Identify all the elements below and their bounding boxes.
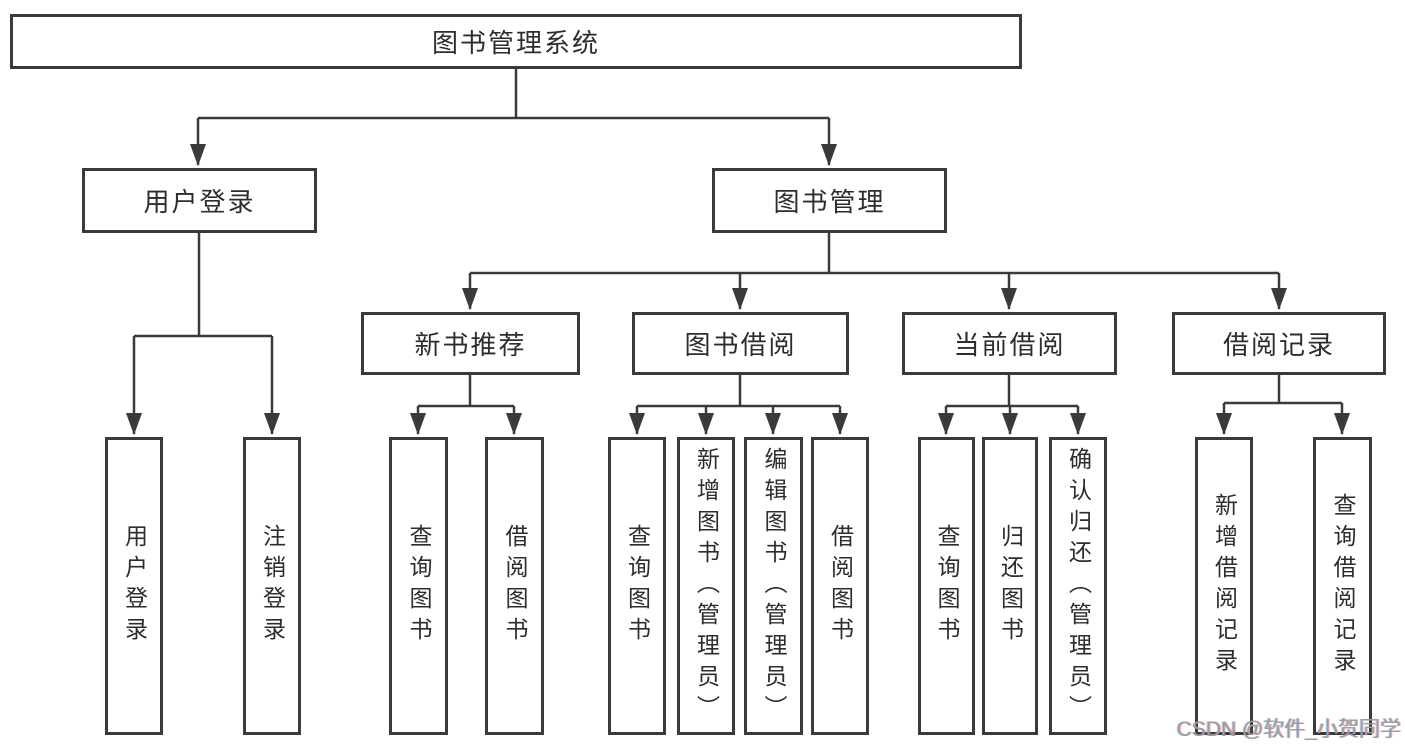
node-book-borrow-label: 图书借阅 [684,330,797,360]
leaf-current-query-books: 查询图书 [918,437,975,735]
leaf-current-return-books: 归还图书 [982,437,1038,735]
node-borrow-records: 借阅记录 [1172,312,1386,375]
leaf-records-add-record-label: 新增借阅记录 [1211,493,1238,679]
leaf-current-query-books-label: 查询图书 [934,524,960,648]
node-new-book-recommend-label: 新书推荐 [414,330,527,360]
leaf-borrow-query-books-label: 查询图书 [624,524,651,648]
leaf-borrow-borrow-books-label: 借阅图书 [827,524,854,648]
node-current-borrow: 当前借阅 [902,312,1117,375]
leaf-logout-label: 注销登录 [259,524,286,648]
leaf-records-query-record-label: 查询借阅记录 [1330,493,1356,679]
leaf-newbooks-borrow-books-label: 借阅图书 [502,524,528,648]
leaf-borrow-edit-books-admin-label: 编辑图书（管理员） [761,446,787,726]
node-root-system: 图书管理系统 [10,14,1022,69]
node-user-login-label: 用户登录 [143,187,256,217]
leaf-borrow-borrow-books: 借阅图书 [811,437,869,735]
leaf-borrow-query-books: 查询图书 [608,437,666,735]
leaf-newbooks-query-books-label: 查询图书 [406,524,432,648]
leaf-user-login-label: 用户登录 [121,524,148,648]
node-root-label: 图书管理系统 [431,28,600,58]
node-book-management: 图书管理 [712,168,947,233]
node-borrow-records-label: 借阅记录 [1222,330,1335,360]
leaf-newbooks-borrow-books: 借阅图书 [485,437,544,735]
leaf-borrow-add-books-admin-label: 新增图书（管理员） [693,446,720,726]
leaf-newbooks-query-books: 查询图书 [389,437,448,735]
leaf-current-return-books-label: 归还图书 [997,524,1024,648]
leaf-records-query-record: 查询借阅记录 [1313,437,1372,735]
leaf-records-add-record: 新增借阅记录 [1195,437,1253,735]
node-current-borrow-label: 当前借阅 [953,330,1066,360]
leaf-borrow-edit-books-admin: 编辑图书（管理员） [744,437,803,735]
csdn-watermark: CSDN @软件_小贺同学 [1176,718,1401,741]
node-user-login: 用户登录 [82,168,317,233]
leaf-current-confirm-return-admin: 确认归还（管理员） [1049,437,1107,735]
leaf-logout: 注销登录 [243,437,301,735]
node-book-management-label: 图书管理 [773,187,886,217]
node-new-book-recommend: 新书推荐 [361,312,580,375]
leaf-current-confirm-return-admin-label: 确认归还（管理员） [1065,446,1092,726]
node-book-borrow: 图书借阅 [632,312,849,375]
leaf-borrow-add-books-admin: 新增图书（管理员） [677,437,735,735]
leaf-user-login: 用户登录 [105,437,163,735]
